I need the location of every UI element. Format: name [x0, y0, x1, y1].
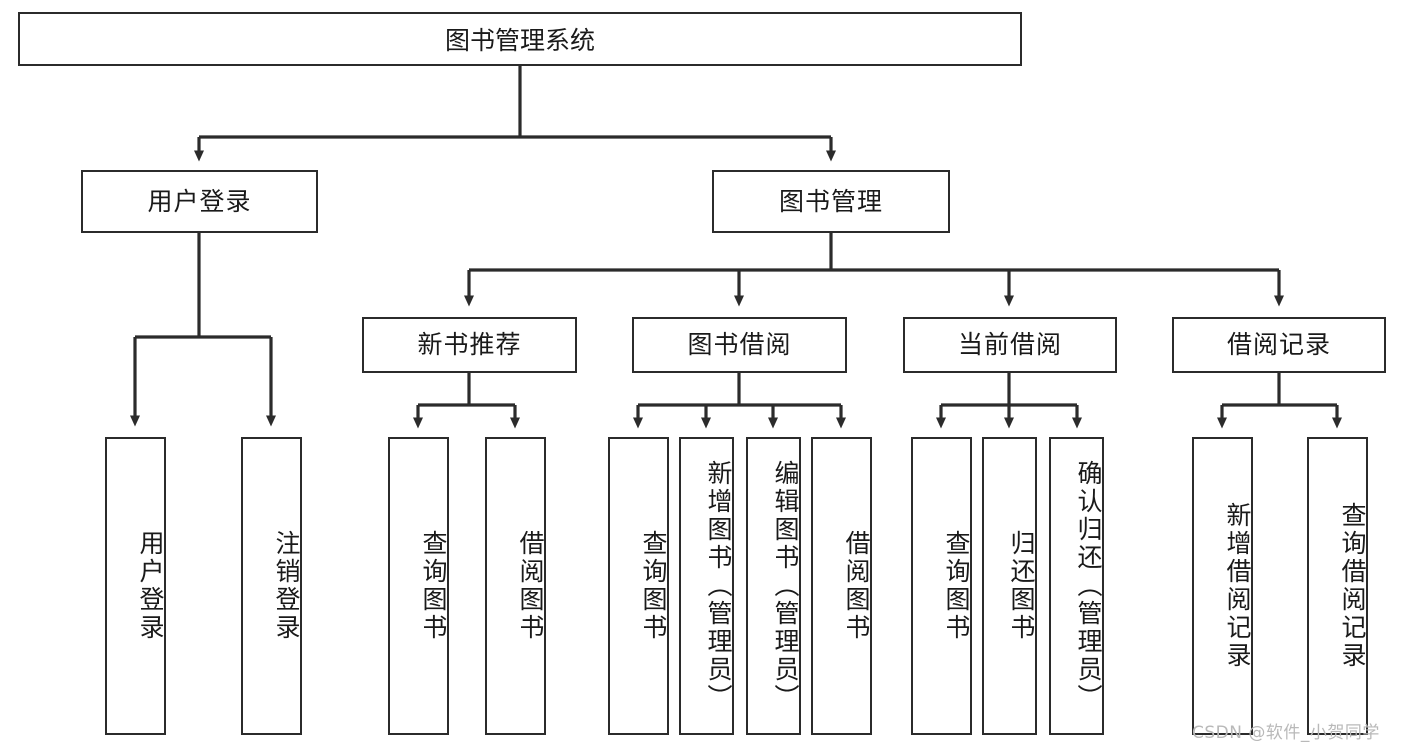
node-label: 用户登录	[136, 530, 165, 642]
node-label: 新书推荐	[417, 330, 522, 360]
node-book-management[interactable]: 图书管理	[712, 170, 950, 233]
node-label: 借阅图书	[842, 530, 871, 642]
node-label: 确认归还（管理员）	[1074, 460, 1103, 712]
node-book-borrow[interactable]: 图书借阅	[632, 317, 847, 373]
node-label: 图书管理系统	[444, 26, 595, 55]
leaf-borrow-borrow-book[interactable]: 借阅图书	[811, 437, 872, 735]
node-user-login[interactable]: 用户登录	[81, 170, 318, 233]
leaf-current-return-book[interactable]: 归还图书	[982, 437, 1037, 735]
node-current-borrow[interactable]: 当前借阅	[903, 317, 1117, 373]
node-label: 新增图书（管理员）	[704, 460, 733, 712]
node-label: 当前借阅	[957, 330, 1062, 360]
node-label: 图书管理	[778, 186, 883, 216]
node-label: 查询图书	[942, 530, 971, 642]
csdn-watermark: CSDN @软件_小贺同学	[1192, 723, 1380, 743]
node-label: 新增借阅记录	[1223, 502, 1252, 670]
node-label: 归还图书	[1007, 530, 1036, 642]
node-label: 用户登录	[147, 186, 252, 216]
leaf-user-login[interactable]: 用户登录	[105, 437, 166, 735]
node-borrow-records[interactable]: 借阅记录	[1172, 317, 1386, 373]
leaf-records-query-record[interactable]: 查询借阅记录	[1307, 437, 1368, 735]
leaf-borrow-add-book-admin[interactable]: 新增图书（管理员）	[679, 437, 734, 735]
leaf-borrow-edit-book-admin[interactable]: 编辑图书（管理员）	[746, 437, 801, 735]
leaf-borrow-query-book[interactable]: 查询图书	[608, 437, 669, 735]
node-label: 借阅图书	[516, 530, 545, 642]
node-root-book-management-system[interactable]: 图书管理系统	[18, 12, 1022, 66]
node-label: 借阅记录	[1226, 330, 1331, 360]
node-label: 查询图书	[639, 530, 668, 642]
leaf-current-confirm-return-admin[interactable]: 确认归还（管理员）	[1049, 437, 1104, 735]
leaf-current-query-book[interactable]: 查询图书	[911, 437, 972, 735]
node-label: 图书借阅	[687, 330, 792, 360]
leaf-user-logout[interactable]: 注销登录	[241, 437, 302, 735]
node-label: 注销登录	[272, 530, 301, 642]
leaf-records-add-record[interactable]: 新增借阅记录	[1192, 437, 1253, 735]
node-label: 查询图书	[419, 530, 448, 642]
node-label: 编辑图书（管理员）	[771, 460, 800, 712]
node-label: 查询借阅记录	[1338, 502, 1367, 670]
leaf-recommend-query-book[interactable]: 查询图书	[388, 437, 449, 735]
node-new-book-recommend[interactable]: 新书推荐	[362, 317, 577, 373]
leaf-recommend-borrow-book[interactable]: 借阅图书	[485, 437, 546, 735]
